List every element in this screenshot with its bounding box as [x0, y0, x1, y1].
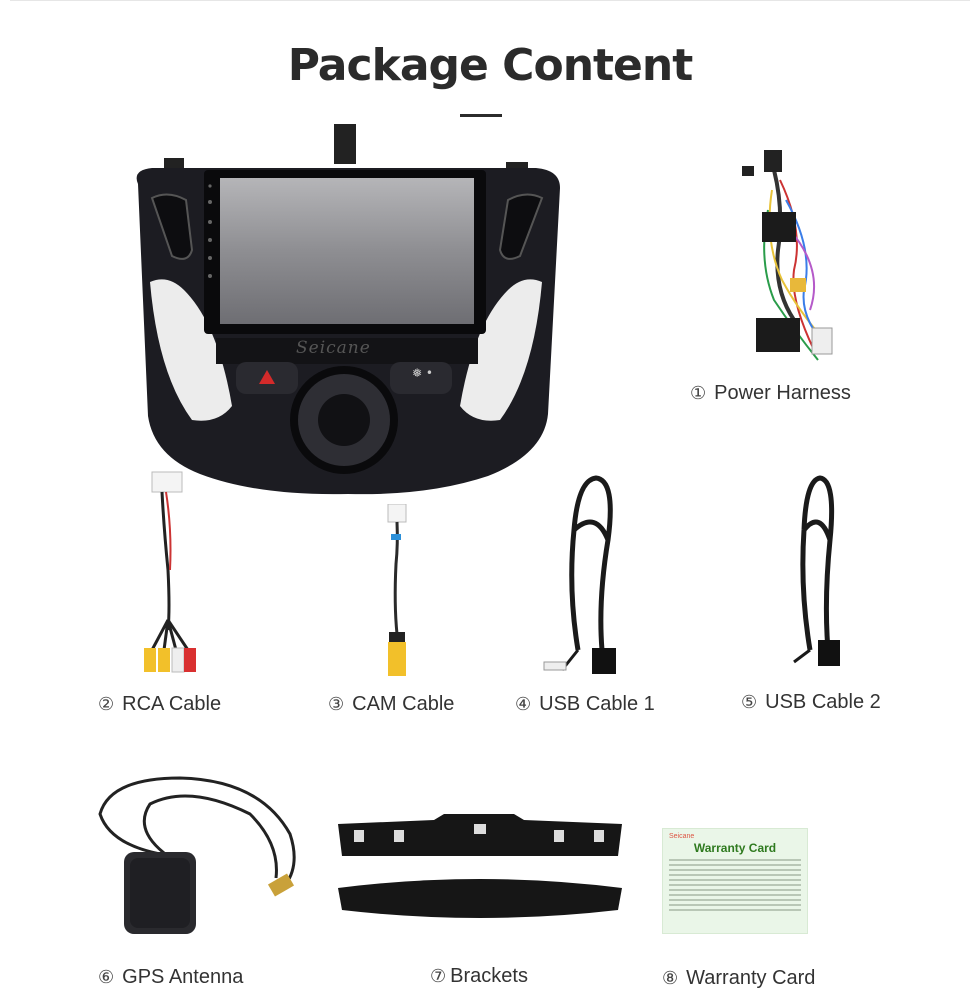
page-title: Package Content	[287, 40, 694, 91]
title-underline	[460, 114, 502, 117]
cam-cable-image	[380, 504, 414, 684]
head-unit-image	[128, 124, 568, 496]
warranty-card-title: Warranty Card	[693, 841, 777, 855]
rca-cable-image	[138, 470, 204, 680]
warranty-card-image: Seicane Warranty Card	[662, 828, 808, 934]
head-unit-brand-logo: Seicane	[296, 338, 371, 358]
gps-antenna-image	[90, 774, 310, 944]
top-divider	[10, 0, 970, 1]
warranty-card-text-lines	[669, 859, 801, 911]
brackets-image	[334, 810, 626, 930]
ac-icon: ❅ •	[412, 366, 433, 380]
usb-cable-2-image	[780, 470, 850, 670]
power-harness-image	[734, 150, 844, 380]
usb-cable-1-image	[538, 470, 630, 680]
warranty-card-brand: Seicane	[669, 833, 695, 840]
